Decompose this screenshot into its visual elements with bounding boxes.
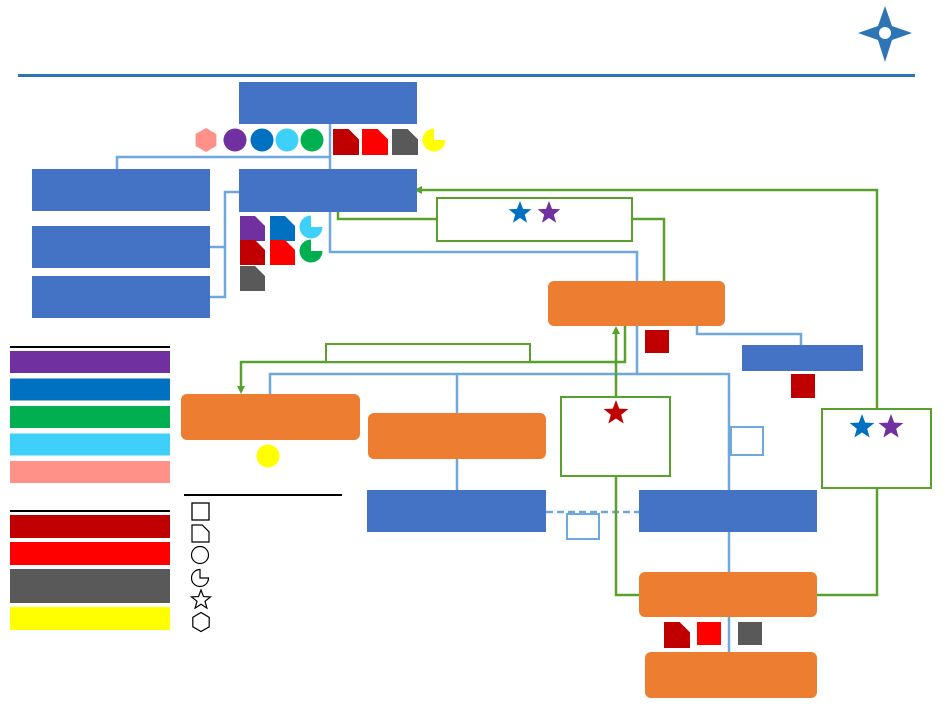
- square-red-icon: [697, 622, 721, 645]
- legend-swatch-salmon: [10, 461, 170, 483]
- legend-swatch-yellow: [10, 607, 170, 630]
- pie-green-icon: [299, 239, 323, 263]
- star-blue-icon: [508, 201, 532, 223]
- connector-top-branch: [115, 155, 332, 170]
- folded-square-dark-red-icon: [664, 622, 690, 648]
- folded-square-gray-icon: [240, 266, 265, 291]
- star-box-right: [821, 408, 932, 489]
- green-link-right-to-main: [414, 186, 879, 410]
- circle-green-icon: [300, 128, 324, 152]
- middle-orange-box: [368, 413, 546, 459]
- folded-square-red-icon: [362, 129, 388, 155]
- legend-swatch-dark-red: [10, 515, 170, 538]
- legend-swatch-purple: [10, 351, 170, 373]
- lower-orange-box: [639, 572, 817, 617]
- green-link-right-to-orange: [817, 489, 879, 597]
- bottom-orange-box: [645, 652, 817, 698]
- connector-left-stack-2: [210, 247, 227, 299]
- main-blue-box: [239, 169, 417, 212]
- logo-center: [879, 27, 891, 39]
- square-gray-icon: [738, 622, 762, 645]
- left-blue-box-2: [32, 226, 210, 268]
- center-orange-box: [548, 281, 725, 326]
- small-square-dashed: [566, 513, 600, 540]
- legend-group-one-rule: [10, 346, 170, 348]
- star-purple-icon: [537, 201, 561, 223]
- folded-square-dark-red-icon: [333, 129, 359, 155]
- legend-swatch-green: [10, 406, 170, 428]
- label-box-long: [325, 343, 531, 363]
- circle-dark-blue-icon: [250, 128, 274, 152]
- compass-star-logo-icon: [858, 6, 912, 62]
- star-purple-icon: [878, 414, 904, 438]
- bottom-middle-blue-box: [367, 490, 546, 532]
- header-rule: [18, 74, 915, 77]
- folded-square-dark-blue-icon: [270, 216, 295, 241]
- connector-left-stack-1: [210, 190, 240, 249]
- folded-square-red-icon: [270, 240, 295, 265]
- connector-main-to-center: [328, 212, 639, 281]
- star-blue-icon: [849, 414, 875, 438]
- star-icon: [189, 588, 213, 610]
- hexagon-salmon-icon: [195, 128, 217, 152]
- folded-square-dark-red-icon: [240, 240, 265, 265]
- left-blue-box-1: [32, 169, 210, 211]
- connector-center-down: [268, 325, 639, 396]
- folded-square-purple-icon: [240, 216, 265, 241]
- bottom-right-blue-box: [639, 490, 817, 532]
- folded-square-gray-icon: [392, 129, 418, 155]
- star-box-top: [436, 197, 633, 242]
- circle-yellow-icon: [256, 444, 280, 468]
- circle-icon: [190, 545, 210, 565]
- connector-center-to-right: [695, 325, 803, 345]
- folded-square-icon: [191, 524, 210, 543]
- square-dark-red-icon: [645, 330, 669, 353]
- hexagon-icon: [192, 611, 210, 633]
- square-icon: [191, 502, 210, 521]
- green-link-main-to-starbox: [336, 212, 437, 221]
- small-square-right: [730, 426, 764, 456]
- right-small-blue-box: [742, 345, 863, 371]
- left-orange-box: [181, 394, 360, 440]
- legend-swatch-dark-blue: [10, 378, 170, 401]
- legend-swatch-red: [10, 542, 170, 565]
- green-link-starbox-to-center: [632, 217, 666, 281]
- circle-purple-icon: [223, 128, 247, 152]
- pie-light-blue-icon: [299, 215, 323, 239]
- square-dark-red-icon: [791, 374, 815, 398]
- pie-icon: [190, 568, 210, 588]
- connector-to-right-blue: [637, 372, 731, 491]
- shape-key-rule: [184, 494, 342, 496]
- legend-swatch-dark-gray: [10, 569, 170, 603]
- green-link-left-to-orange: [614, 476, 639, 597]
- legend-group-two-rule: [10, 510, 170, 512]
- top-blue-box: [239, 82, 417, 124]
- left-blue-box-3: [32, 276, 210, 318]
- pie-yellow-icon: [422, 128, 446, 152]
- star-dark-red-icon: [603, 400, 629, 424]
- circle-light-blue-icon: [275, 128, 299, 152]
- legend-swatch-light-blue: [10, 433, 170, 456]
